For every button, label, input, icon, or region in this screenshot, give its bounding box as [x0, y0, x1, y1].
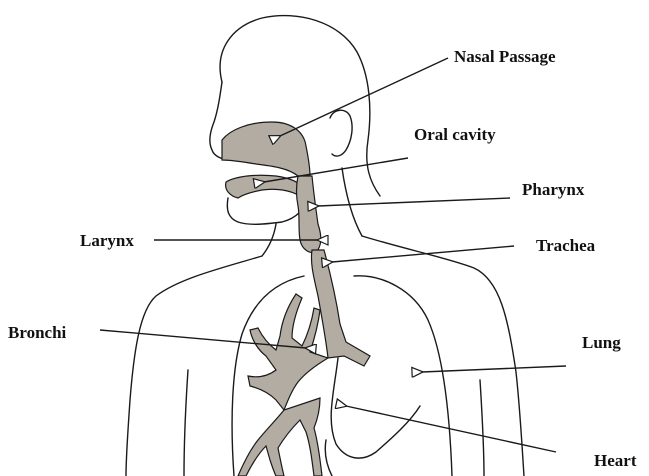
left-arm-inner: [184, 370, 188, 476]
diaphragm-line: [325, 440, 332, 476]
pharynx-label: Pharynx: [522, 180, 585, 199]
lower-bronchi: [238, 398, 322, 476]
oral-cavity-label: Oral cavity: [414, 125, 496, 144]
nasal-passage-label: Nasal Passage: [454, 47, 556, 66]
airway: [222, 122, 370, 476]
trachea-shape: [311, 250, 370, 366]
pharynx-shape: [297, 176, 321, 253]
ear-outline: [330, 110, 352, 156]
bronchial-tree: [248, 294, 328, 410]
heart-label: Heart: [594, 451, 637, 470]
body-outline: [126, 16, 524, 476]
larynx-label: Larynx: [80, 231, 134, 250]
nasal-cavity-shape: [222, 122, 310, 176]
bronchi-label: Bronchi: [8, 323, 67, 342]
right-arm-inner: [480, 380, 484, 476]
lung-pointer: [422, 366, 566, 372]
heart-outline: [331, 358, 420, 458]
right-lung-outline: [354, 276, 452, 476]
neck-back: [342, 168, 362, 236]
oral-cavity-shape: [226, 175, 306, 198]
trachea-pointer: [332, 246, 514, 262]
bronchi-pointer: [100, 330, 306, 348]
pharynx-pointer: [318, 198, 510, 206]
trachea-label: Trachea: [536, 236, 596, 255]
left-shoulder: [126, 256, 262, 476]
lung-label: Lung: [582, 333, 621, 352]
jaw-outline: [227, 198, 300, 224]
